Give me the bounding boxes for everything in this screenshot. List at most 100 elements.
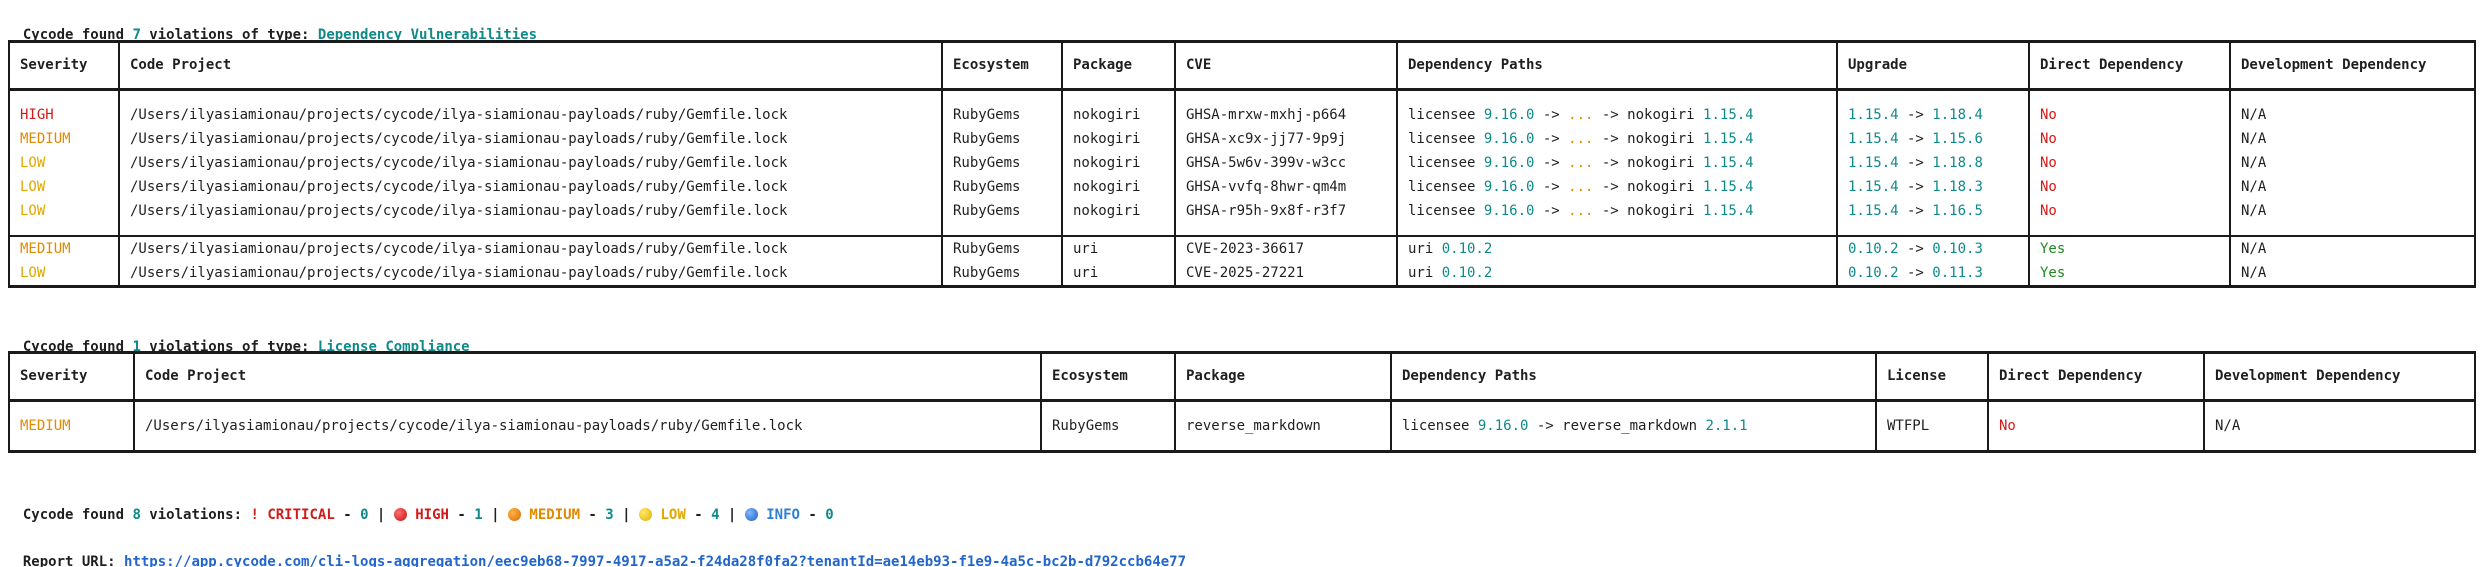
development-dependency-cell: N/A bbox=[2229, 175, 2476, 199]
path-root: licensee bbox=[1408, 179, 1484, 195]
spacer-cell bbox=[1061, 223, 1175, 237]
summary-middle: violations of type: bbox=[140, 339, 318, 355]
column-header: License bbox=[1875, 352, 1988, 401]
package-cell: uri bbox=[1061, 261, 1175, 288]
row-separator bbox=[8, 223, 2476, 237]
spacer-cell bbox=[8, 400, 134, 414]
code-project-cell: /Users/ilyasiamionau/projects/cycode/ily… bbox=[133, 414, 1041, 438]
package-cell: nokogiri bbox=[1061, 127, 1175, 151]
path-arrow: -> bbox=[1534, 155, 1569, 171]
column-header: Package bbox=[1061, 41, 1175, 90]
table-row: MEDIUM/Users/ilyasiamionau/projects/cyco… bbox=[8, 236, 2476, 261]
direct-dependency-cell: Yes bbox=[2028, 236, 2230, 261]
report-url-link[interactable]: https://app.cycode.com/cli-logs-aggregat… bbox=[124, 554, 1187, 567]
dependency-paths-cell: licensee 9.16.0 -> reverse_markdown 2.1.… bbox=[1390, 414, 1876, 438]
path-arrow: -> bbox=[1534, 131, 1569, 147]
column-header: Code Project bbox=[133, 352, 1041, 401]
separator: - bbox=[685, 507, 712, 523]
path-arrow: -> bbox=[1534, 203, 1569, 219]
spacer-cell bbox=[1987, 438, 2204, 453]
separator: - bbox=[334, 507, 361, 523]
path-root-version: 9.16.0 bbox=[1483, 179, 1535, 195]
code-project-cell: /Users/ilyasiamionau/projects/cycode/ily… bbox=[118, 151, 942, 175]
spacer-cell bbox=[1396, 89, 1837, 103]
column-header: Ecosystem bbox=[1040, 352, 1175, 401]
spacer-cell bbox=[1040, 438, 1175, 453]
table-row: LOW/Users/ilyasiamionau/projects/cycode/… bbox=[8, 175, 2476, 199]
spacer-cell bbox=[2203, 400, 2476, 414]
cve-cell: GHSA-mrxw-mxhj-p664 bbox=[1174, 103, 1397, 127]
ecosystem-cell: RubyGems bbox=[1040, 414, 1175, 438]
summary-type: Dependency Vulnerabilities bbox=[317, 27, 538, 43]
path-target-version: 1.15.4 bbox=[1703, 155, 1754, 171]
spacer-cell bbox=[2229, 223, 2476, 237]
package-cell: nokogiri bbox=[1061, 175, 1175, 199]
package-cell: nokogiri bbox=[1061, 151, 1175, 175]
upgrade-cell: 1.15.4 -> 1.18.4 bbox=[1836, 103, 2029, 127]
cve-cell: CVE-2023-36617 bbox=[1174, 236, 1397, 261]
upgrade-from: 0.10.2 bbox=[1848, 265, 1899, 281]
summary-count: 1 bbox=[132, 339, 141, 355]
spacer-cell bbox=[118, 223, 942, 237]
upgrade-to: 0.11.3 bbox=[1932, 265, 1983, 281]
development-dependency-cell: N/A bbox=[2203, 414, 2476, 438]
column-header: Severity bbox=[8, 352, 134, 401]
upgrade-arrow: -> bbox=[1898, 131, 1933, 147]
dependency-paths-cell: uri 0.10.2 bbox=[1396, 236, 1837, 261]
path-target-version: 1.15.4 bbox=[1703, 131, 1754, 147]
dependency-paths-cell: licensee 9.16.0 -> ... -> nokogiri 1.15.… bbox=[1396, 127, 1837, 151]
path-root: licensee bbox=[1402, 418, 1478, 434]
path-root: licensee bbox=[1408, 203, 1484, 219]
development-dependency-cell: N/A bbox=[2229, 103, 2476, 127]
spacer-cell bbox=[1396, 223, 1837, 237]
path-target: -> nokogiri bbox=[1593, 203, 1704, 219]
upgrade-to: 1.18.4 bbox=[1932, 107, 1983, 123]
dependency-paths-cell: licensee 9.16.0 -> ... -> nokogiri 1.15.… bbox=[1396, 103, 1837, 127]
code-project-cell: /Users/ilyasiamionau/projects/cycode/ily… bbox=[118, 261, 942, 288]
path-target-version: 1.15.4 bbox=[1703, 179, 1754, 195]
column-header: CVE bbox=[1174, 41, 1397, 90]
path-root-version: 9.16.0 bbox=[1483, 203, 1535, 219]
path-ellipsis: ... bbox=[1568, 203, 1594, 219]
upgrade-to: 1.16.5 bbox=[1932, 203, 1983, 219]
column-header: Code Project bbox=[118, 41, 942, 90]
upgrade-to: 1.18.3 bbox=[1932, 179, 1983, 195]
severity-cell: LOW bbox=[8, 261, 119, 288]
direct-dependency-cell: No bbox=[2028, 199, 2230, 223]
license-cell: WTFPL bbox=[1875, 414, 1988, 438]
spacer-cell bbox=[133, 400, 1041, 414]
spacer-cell bbox=[1174, 223, 1397, 237]
cve-cell: GHSA-vvfq-8hwr-qm4m bbox=[1174, 175, 1397, 199]
spacer-cell bbox=[2028, 89, 2230, 103]
development-dependency-cell: N/A bbox=[2229, 199, 2476, 223]
separator: - bbox=[448, 507, 475, 523]
column-header: Upgrade bbox=[1836, 41, 2029, 90]
direct-dependency-cell: No bbox=[2028, 175, 2230, 199]
severity-cell: MEDIUM bbox=[8, 414, 134, 438]
info-count: 0 bbox=[825, 507, 834, 523]
upgrade-arrow: -> bbox=[1898, 155, 1933, 171]
package-cell: uri bbox=[1061, 236, 1175, 261]
direct-dependency-cell: No bbox=[1987, 414, 2204, 438]
violations-total-summary: Cycode found 8 violations: ! CRITICAL - … bbox=[6, 488, 834, 523]
low-count: 4 bbox=[711, 507, 720, 523]
spacer-cell bbox=[1390, 438, 1876, 453]
upgrade-from: 1.15.4 bbox=[1848, 179, 1899, 195]
table-row: LOW/Users/ilyasiamionau/projects/cycode/… bbox=[8, 261, 2476, 288]
column-header: Dependency Paths bbox=[1396, 41, 1837, 90]
spacer-cell bbox=[1174, 438, 1391, 453]
severity-cell: LOW bbox=[8, 175, 119, 199]
dependency-vulnerabilities-table: Severity Code Project Ecosystem Package … bbox=[8, 40, 2476, 288]
upgrade-cell: 0.10.2 -> 0.11.3 bbox=[1836, 261, 2029, 288]
ecosystem-cell: RubyGems bbox=[941, 261, 1062, 288]
upgrade-cell: 0.10.2 -> 0.10.3 bbox=[1836, 236, 2029, 261]
spacer-cell bbox=[1836, 89, 2029, 103]
column-header: Direct Dependency bbox=[2028, 41, 2230, 90]
upgrade-cell: 1.15.4 -> 1.18.8 bbox=[1836, 151, 2029, 175]
high-count: 1 bbox=[474, 507, 483, 523]
ecosystem-cell: RubyGems bbox=[941, 151, 1062, 175]
spacer-cell bbox=[1061, 89, 1175, 103]
development-dependency-cell: N/A bbox=[2229, 261, 2476, 288]
spacer-cell bbox=[8, 89, 119, 103]
exclamation-icon: ! bbox=[250, 507, 259, 523]
